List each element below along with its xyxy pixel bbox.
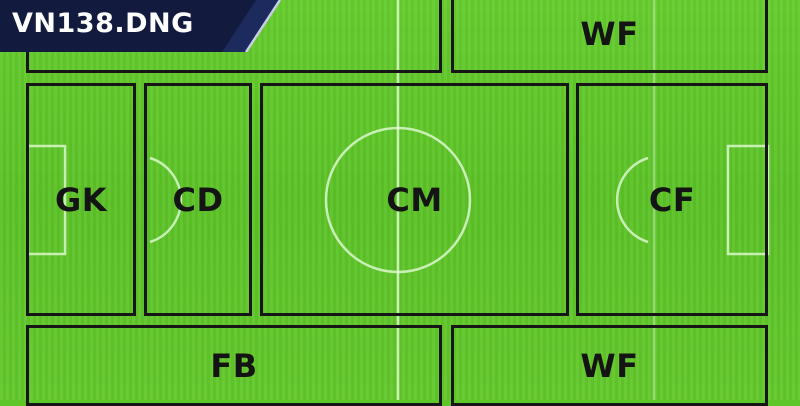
right-penalty-arc	[615, 156, 649, 244]
zone-center-defender: CD	[144, 83, 252, 316]
zone-bottom-left: FB	[26, 325, 442, 406]
left-penalty-arc	[149, 156, 183, 244]
zone-goalkeeper: GK	[26, 83, 136, 316]
zone-label-top-right: WF	[580, 14, 639, 53]
zone-label-center-forward: CF	[648, 180, 696, 219]
zone-label-goalkeeper: GK	[54, 180, 108, 219]
site-logo-text[interactable]: VN138.DNG	[12, 8, 194, 39]
zone-bottom-right: WF	[451, 325, 768, 406]
zone-label-bottom-left: FB	[210, 346, 258, 385]
zone-label-center-midfield: CM	[386, 180, 443, 219]
center-circle	[324, 126, 472, 274]
zone-center-midfield: CM	[260, 83, 569, 316]
zone-top-right: WF	[451, 0, 768, 73]
zone-center-forward: CF	[576, 83, 768, 316]
site-logo-banner	[0, 0, 282, 52]
right-goal-area	[726, 144, 770, 256]
zone-label-center-defender: CD	[172, 180, 224, 219]
zone-label-bottom-right: WF	[580, 346, 639, 385]
